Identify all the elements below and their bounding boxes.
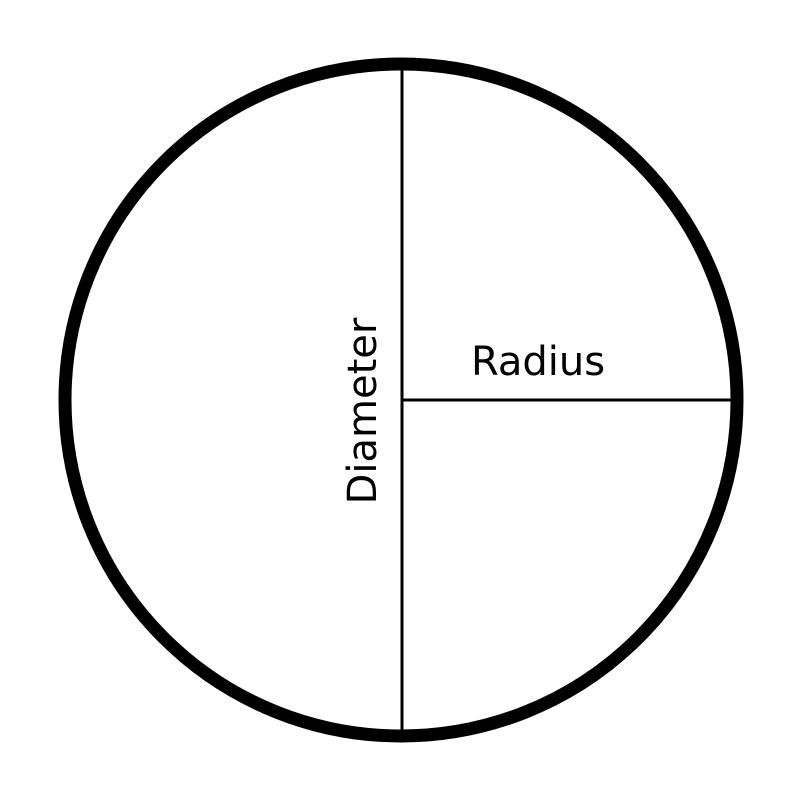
diameter-label: Diameter — [340, 317, 386, 504]
radius-label: Radius — [471, 339, 605, 385]
